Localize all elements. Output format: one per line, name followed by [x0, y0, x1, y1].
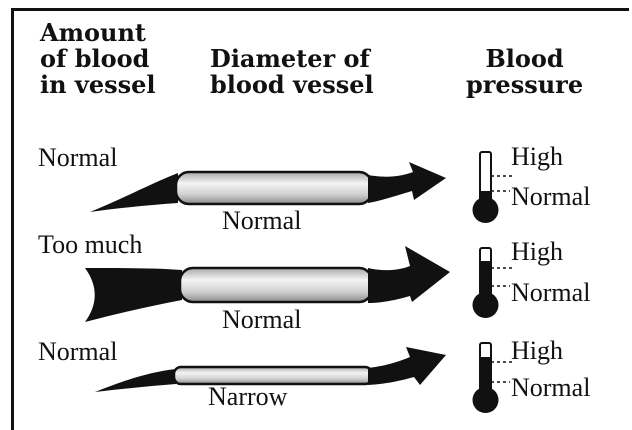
row-3-blood-arrow	[368, 347, 446, 385]
row-2-blood-inflow	[85, 268, 182, 322]
row-2-thermometer-bulb	[473, 292, 499, 318]
row-3-thermometer-bulb	[473, 387, 499, 413]
row-1-blood-inflow	[90, 173, 178, 212]
row-1-vessel-tube	[176, 172, 372, 204]
row-1-vessel	[90, 162, 446, 212]
row-1-thermometer-bulb	[473, 197, 499, 223]
row-2-vessel	[85, 246, 450, 322]
row-3-blood-inflow	[95, 369, 176, 392]
row-3-vessel-tube	[174, 367, 372, 384]
row-2-vessel-tube	[180, 268, 372, 302]
row-2-blood-arrow	[368, 246, 450, 303]
row-3-vessel	[95, 347, 446, 392]
row-1-blood-arrow	[368, 162, 446, 203]
row-3-thermometer	[473, 343, 513, 413]
row-1-thermometer	[473, 152, 513, 223]
row-2-thermometer	[473, 248, 513, 318]
